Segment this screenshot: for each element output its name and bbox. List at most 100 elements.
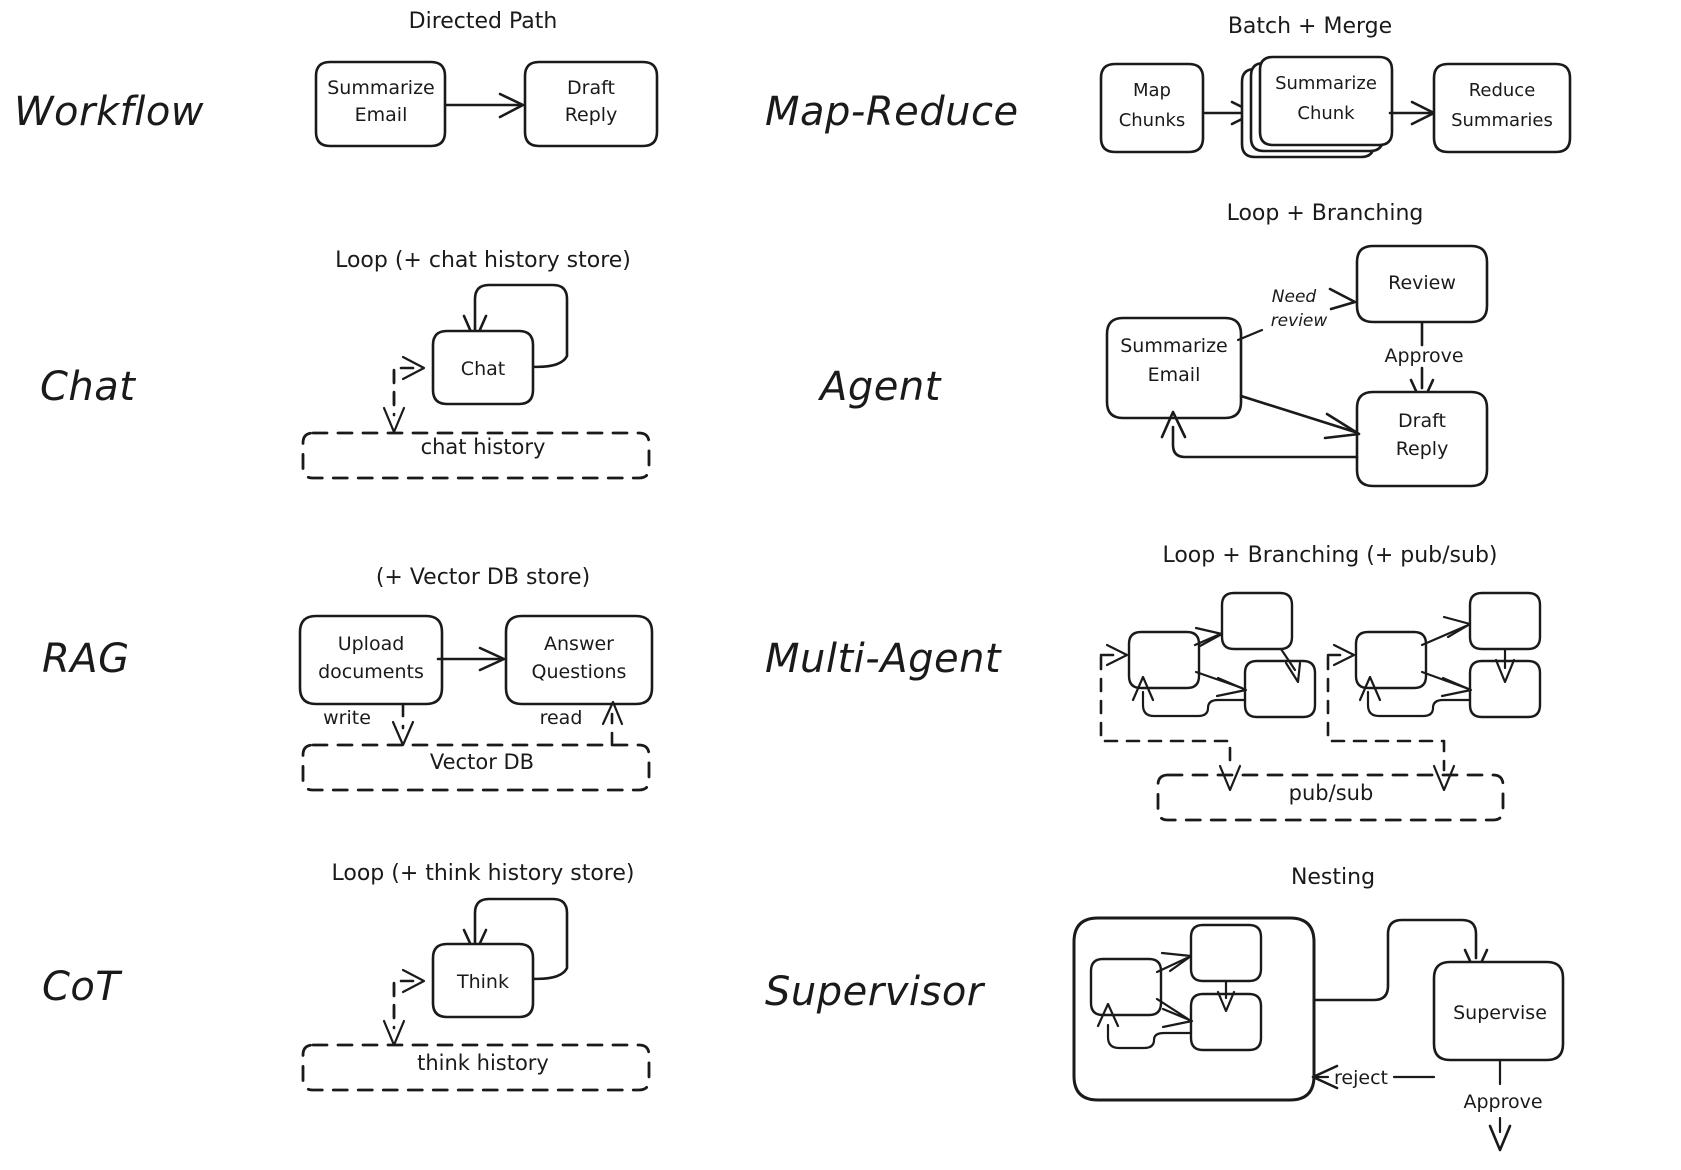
edge-label-reject: reject xyxy=(1334,1067,1388,1089)
edge-label-approve: Approve xyxy=(1463,1091,1542,1113)
agent-cluster-1 xyxy=(1099,591,1317,792)
store-pub-sub: pub/sub xyxy=(1156,773,1505,822)
nested-agent-container xyxy=(1072,916,1316,1102)
cluster-node-left[interactable] xyxy=(1354,630,1428,690)
edge-supervise-approve: Approve xyxy=(1463,1059,1543,1152)
panel-multi-agent: Multi-Agent Loop + Branching (+ pub/sub) xyxy=(765,543,1542,822)
panel-supervisor: Supervisor Nesting xyxy=(765,865,1565,1152)
row-label-workflow: Workflow xyxy=(14,89,204,135)
node-label: Think xyxy=(456,971,509,993)
node-label-line2: Questions xyxy=(532,661,627,683)
edge-label-need: Need xyxy=(1272,287,1317,307)
cluster-node-right[interactable] xyxy=(1468,659,1542,719)
pattern-title-multi-agent: Loop + Branching (+ pub/sub) xyxy=(1162,543,1497,568)
cluster-node-right[interactable] xyxy=(1189,992,1263,1052)
node-think[interactable]: Think xyxy=(431,942,535,1019)
edge-think-history-read xyxy=(392,968,426,1020)
pattern-title-agent-loop: Loop + Branching xyxy=(1227,201,1424,226)
node-label-line1: Summarize xyxy=(1120,335,1228,357)
edge-chat-history-write xyxy=(382,368,406,434)
row-label-cot: CoT xyxy=(42,964,123,1010)
node-label: Supervise xyxy=(1453,1002,1547,1024)
node-label-line1: Answer xyxy=(544,633,614,655)
edge-summarize-to-draft xyxy=(444,92,525,119)
edge-summarize-to-draft-reply xyxy=(1239,394,1361,440)
node-upload-documents[interactable]: Upload documents xyxy=(298,614,444,706)
node-agent-draft-reply[interactable]: Draft Reply xyxy=(1355,390,1489,488)
node-label: Review xyxy=(1388,272,1456,294)
edge-think-history-write xyxy=(382,981,406,1047)
node-label-line1: Draft xyxy=(567,77,615,99)
panel-cot: CoT Loop (+ think history store) Think t… xyxy=(42,861,651,1092)
node-label-line2: Chunks xyxy=(1119,110,1186,131)
node-label-line2: Reply xyxy=(565,104,618,126)
cluster-node-left[interactable] xyxy=(1089,957,1163,1017)
edge-chat-history-read xyxy=(392,355,426,407)
pattern-title-nesting: Nesting xyxy=(1291,865,1375,890)
store-chat-history: chat history xyxy=(301,431,651,480)
node-label-line1: Upload xyxy=(338,633,405,655)
node-label-line1: Summarize xyxy=(327,77,435,99)
edge-rag-write: write xyxy=(323,702,415,747)
edge-need-review: Need review xyxy=(1236,287,1357,342)
agent-cluster-2 xyxy=(1326,591,1542,792)
edge-summarize-to-reduce xyxy=(1388,100,1436,126)
edge-label-approve: Approve xyxy=(1384,345,1463,367)
cluster-node-top[interactable] xyxy=(1189,923,1263,983)
panel-agent: Agent Loop + Branching Summarize Email N… xyxy=(817,201,1489,488)
store-vector-db: Vector DB xyxy=(301,743,651,792)
row-label-rag: RAG xyxy=(42,636,130,682)
node-label-line2: Email xyxy=(355,104,408,126)
row-label-map-reduce: Map-Reduce xyxy=(765,89,1019,135)
panel-chat: Chat Loop (+ chat history store) Chat ch… xyxy=(40,248,651,480)
node-map-chunks[interactable]: Map Chunks xyxy=(1099,62,1205,154)
store-label: Vector DB xyxy=(430,750,534,774)
node-label: Chat xyxy=(461,358,505,380)
edge-rag-read: read xyxy=(540,700,624,747)
panel-map-reduce: Map-Reduce Batch + Merge Map Chunks Summ… xyxy=(765,14,1572,159)
edge-label-write: write xyxy=(323,707,371,729)
node-label-line2: Chunk xyxy=(1297,103,1355,124)
node-label-line2: Email xyxy=(1148,364,1201,386)
row-label-multi-agent: Multi-Agent xyxy=(765,636,1002,682)
store-label: chat history xyxy=(421,435,546,459)
node-label-line2: Reply xyxy=(1396,438,1449,460)
panel-rag: RAG (+ Vector DB store) Upload documents… xyxy=(42,565,654,792)
panel-workflow: Workflow Directed Path Summarize Email D… xyxy=(14,9,659,148)
cluster-node-top[interactable] xyxy=(1220,591,1294,651)
pattern-title-batch-merge: Batch + Merge xyxy=(1228,14,1392,39)
node-summarize-email[interactable]: Summarize Email xyxy=(314,60,447,148)
node-summarize-chunk-stack[interactable]: Summarize Chunk xyxy=(1240,55,1394,159)
store-label: pub/sub xyxy=(1289,781,1374,805)
node-reduce-summaries[interactable]: Reduce Summaries xyxy=(1432,62,1572,154)
edge-reject: reject xyxy=(1311,1064,1436,1090)
row-label-chat: Chat xyxy=(40,364,136,410)
pattern-title-vector-db-store: (+ Vector DB store) xyxy=(376,565,590,590)
node-label-line1: Draft xyxy=(1398,410,1446,432)
pattern-title-cot-loop: Loop (+ think history store) xyxy=(331,861,634,886)
node-agent-summarize-email[interactable]: Summarize Email xyxy=(1105,316,1243,420)
node-chat[interactable]: Chat xyxy=(431,329,535,406)
store-label: think history xyxy=(417,1051,549,1075)
edge-approve: Approve xyxy=(1384,321,1464,406)
cluster-node-right[interactable] xyxy=(1243,659,1317,719)
node-label-line1: Reduce xyxy=(1469,80,1536,101)
cluster-node-top[interactable] xyxy=(1468,591,1542,651)
node-label-line1: Map xyxy=(1133,80,1171,101)
edge-upload-to-answer xyxy=(436,646,506,672)
pattern-title-directed-path: Directed Path xyxy=(409,9,558,34)
node-label-line1: Summarize xyxy=(1275,73,1377,94)
node-label-line2: documents xyxy=(318,661,424,683)
node-review[interactable]: Review xyxy=(1355,244,1489,324)
edge-draft-reply-feedback xyxy=(1160,410,1359,459)
node-supervise[interactable]: Supervise xyxy=(1432,960,1565,1062)
cluster-node-left[interactable] xyxy=(1127,630,1201,690)
edge-label-review: review xyxy=(1271,311,1328,331)
edge-label-read: read xyxy=(540,707,583,729)
node-draft-reply[interactable]: Draft Reply xyxy=(523,60,659,148)
pattern-title-chat-loop: Loop (+ chat history store) xyxy=(335,248,631,273)
row-label-supervisor: Supervisor xyxy=(765,969,986,1015)
row-label-agent: Agent xyxy=(817,364,942,410)
node-answer-questions[interactable]: Answer Questions xyxy=(504,614,654,706)
